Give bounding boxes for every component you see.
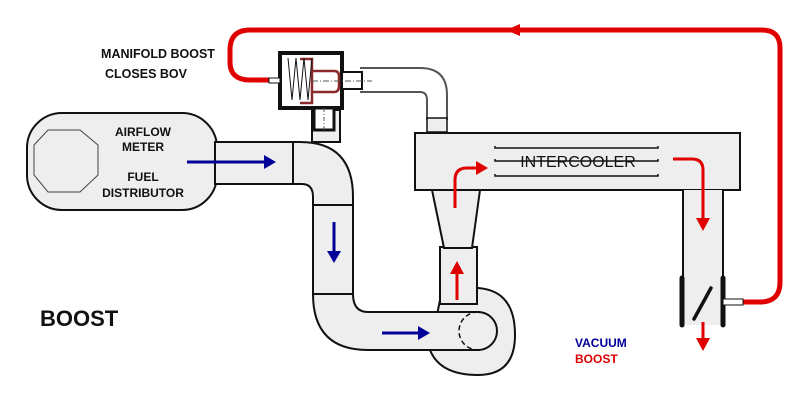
arrow-curve-right-icon bbox=[453, 166, 478, 208]
airflow-label-line2: METER bbox=[122, 140, 164, 154]
legend: VACUUM BOOST bbox=[575, 336, 627, 366]
arrow-curve-down-icon bbox=[673, 157, 705, 220]
bov-return-hose bbox=[360, 67, 448, 133]
airflow-meter bbox=[26, 112, 218, 211]
bov-note-line1: MANIFOLD BOOST bbox=[101, 47, 215, 61]
intercooler: INTERCOOLER bbox=[414, 132, 741, 191]
boost-signal-line bbox=[227, 24, 783, 305]
blow-off-valve bbox=[268, 51, 372, 132]
intercooler-label: INTERCOOLER bbox=[520, 154, 636, 171]
legend-boost: BOOST bbox=[575, 352, 618, 366]
throttle-body bbox=[679, 275, 744, 328]
diagram-title: BOOST bbox=[40, 306, 119, 331]
airflow-label-line1: AIRFLOW bbox=[115, 125, 172, 139]
compressor-wheel-icon bbox=[458, 311, 479, 351]
bov-spring-icon bbox=[287, 57, 313, 101]
vacuum-flow-arrows bbox=[187, 155, 430, 340]
airflow-plate-icon bbox=[33, 129, 99, 193]
bov-note-line2: CLOSES BOV bbox=[105, 67, 188, 81]
boost-flow-arrows bbox=[450, 157, 710, 351]
intercooler-fins-icon bbox=[494, 146, 659, 177]
boost-line-arrow-icon bbox=[506, 24, 520, 36]
fuel-label-line1: FUEL bbox=[127, 170, 158, 184]
legend-vacuum: VACUUM bbox=[575, 336, 627, 350]
throttle-plate-icon bbox=[692, 286, 713, 321]
intake-pipe bbox=[214, 109, 431, 351]
fuel-label-line2: DISTRIBUTOR bbox=[102, 186, 184, 200]
